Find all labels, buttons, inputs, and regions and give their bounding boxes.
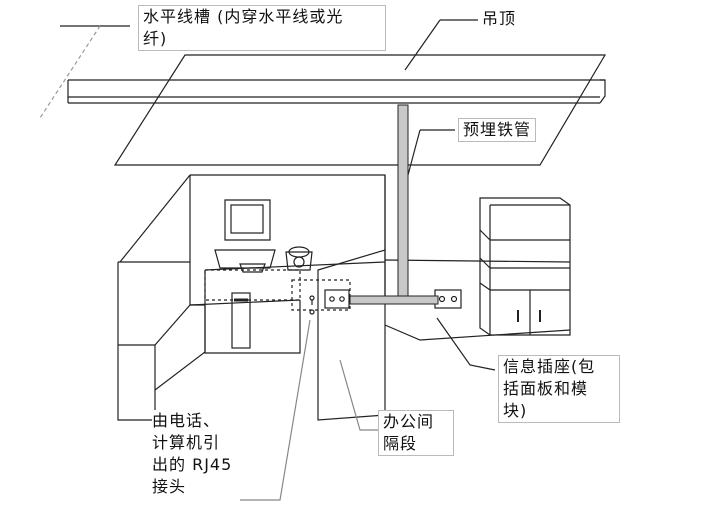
buried-conduit [349,104,439,305]
horizontal-trunking [67,79,606,104]
label-info-outlet: 信息插座(包 括面板和模 块) [498,355,620,423]
label-ceiling: 吊顶 [482,8,517,30]
label-rj45-jack: 由电话、 计算机引 出的 RJ45 接头 [152,410,240,498]
label-horizontal-trunking: 水平线槽 (内穿水平线或光 纤) [138,5,386,51]
label-office-partition: 办公间 隔段 [378,410,454,456]
office-walls [117,174,386,421]
desk [204,269,351,311]
floor-box-icon [231,292,251,349]
computer-icon [214,199,276,273]
bookcase-icon [479,197,571,336]
label-buried-conduit: 预埋铁管 [458,118,537,142]
telephone-icon [285,246,313,271]
ceiling-plane [113,54,607,166]
